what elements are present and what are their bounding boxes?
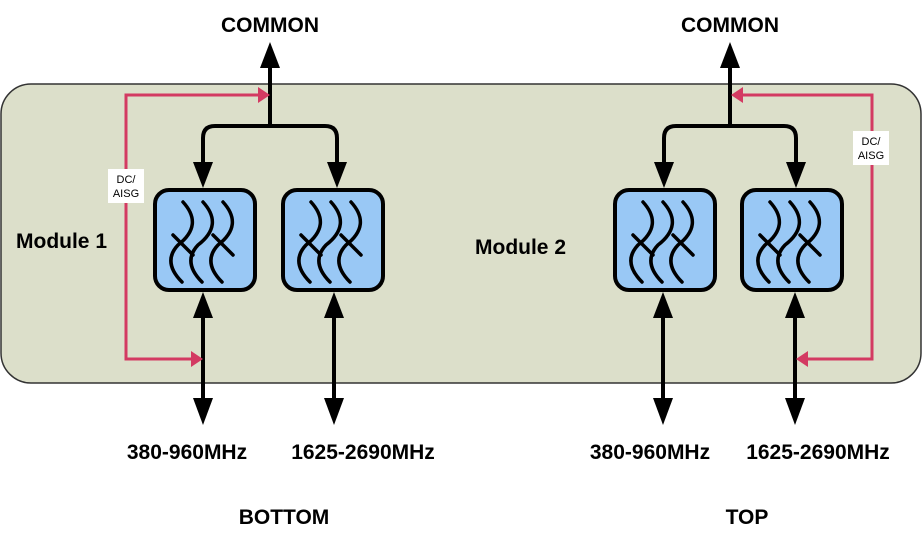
filter-icon: [756, 200, 822, 284]
filter-icon: [297, 200, 363, 284]
arrow-down-icon: [193, 398, 213, 425]
dc-aisg-path: [124, 93, 260, 361]
dc-arrow-icon: [258, 87, 270, 103]
arrow-down-icon: [654, 162, 674, 188]
arrow-down-icon: [653, 398, 673, 425]
common-arrow-icon: [720, 42, 740, 68]
arrow-up-icon: [193, 292, 213, 318]
dc-aisg-label-line2: AISG: [858, 150, 884, 162]
dc-arrow-icon: [191, 351, 203, 367]
position-label: BOTTOM: [239, 506, 330, 529]
filter-low-band: [153, 188, 257, 292]
port-band-label: 1625-2690MHz: [746, 441, 890, 464]
filter-icon: [629, 200, 695, 284]
position-label: TOP: [726, 506, 769, 529]
arrow-down-icon: [785, 398, 805, 425]
port-band-label: 380-960MHz: [590, 441, 710, 464]
common-arrow-icon: [260, 42, 280, 68]
dc-aisg-label-line1: DC/: [862, 136, 882, 148]
common-label: COMMON: [221, 14, 319, 37]
arrow-down-icon: [324, 398, 344, 425]
dc-aisg-label-line1: DC/: [117, 174, 137, 186]
filter-high-band: [281, 188, 385, 292]
module-2: DC/ AISG COMMON Module 2 380-960MHz 1625…: [475, 14, 890, 529]
filter-high-band: [740, 188, 844, 292]
filter-icon: [169, 200, 235, 284]
port-band-label: 1625-2690MHz: [291, 441, 435, 464]
dc-aisg-path: [742, 93, 874, 361]
module-1: DC/ AISG COMMON Module 1 380-960MHz 1625…: [16, 14, 435, 529]
module-name: Module 1: [16, 230, 107, 253]
arrow-down-icon: [786, 162, 806, 188]
arrow-down-icon: [327, 162, 347, 188]
arrow-up-icon: [653, 292, 673, 318]
port-band-label: 380-960MHz: [127, 441, 247, 464]
dc-arrow-icon: [796, 351, 808, 367]
arrow-up-icon: [324, 292, 344, 318]
arrow-up-icon: [785, 292, 805, 318]
module-name: Module 2: [475, 236, 566, 259]
dc-aisg-label-line2: AISG: [113, 188, 139, 200]
filter-low-band: [613, 188, 717, 292]
dc-arrow-icon: [731, 87, 743, 103]
common-label: COMMON: [681, 14, 779, 37]
module-panel: [0, 83, 922, 384]
arrow-down-icon: [193, 162, 213, 188]
